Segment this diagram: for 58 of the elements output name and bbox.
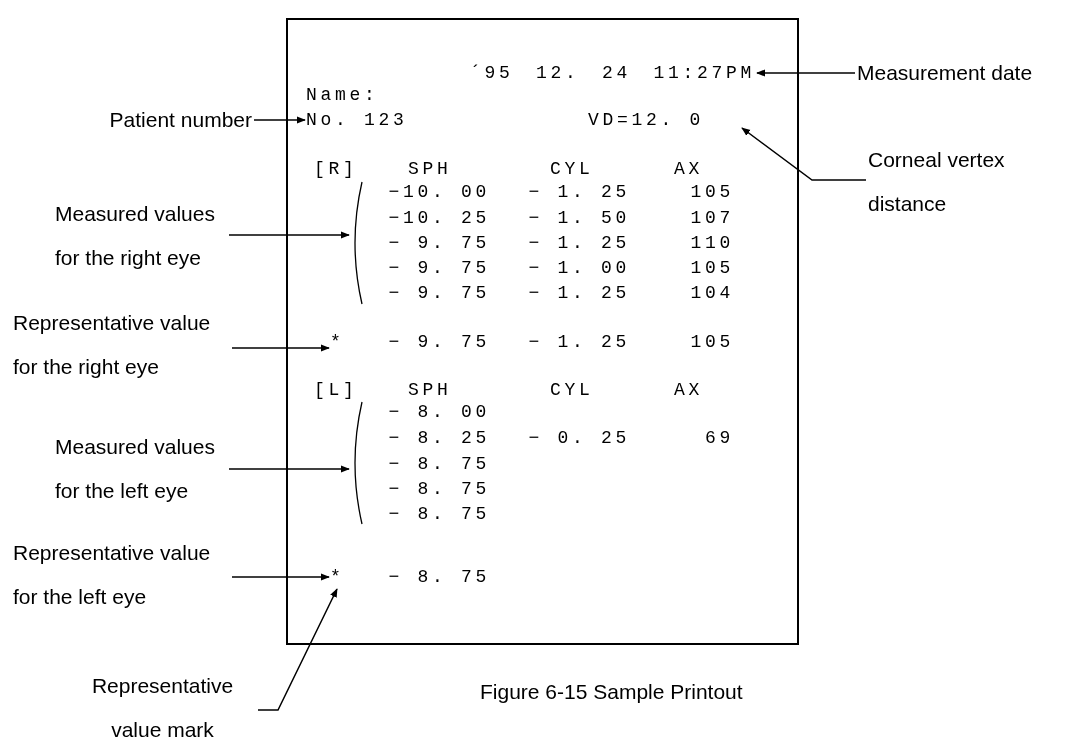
value-text: − 0. 25	[527, 427, 630, 449]
value-text: − 9. 75	[387, 331, 490, 353]
value-text: − 1. 25	[527, 232, 630, 254]
value-text: 110	[689, 232, 734, 254]
column-header: AX	[674, 158, 703, 180]
value-text: 105	[689, 181, 734, 203]
printout-text: ´95 12. 24 11:27PM	[410, 62, 755, 84]
value-text: 105	[689, 331, 734, 353]
callout-label: Measured values for the right eye	[55, 192, 227, 280]
value-text: −10. 00	[387, 181, 490, 203]
callout-label: Representative value for the right eye	[13, 301, 230, 389]
callout-label: Patient number	[60, 98, 252, 142]
value-text: − 8. 75	[387, 453, 490, 475]
value-text: − 9. 75	[387, 282, 490, 304]
figure-caption: Figure 6-15 Sample Printout	[480, 680, 743, 704]
printout-text: No. 123	[306, 109, 430, 131]
callout-label: Measurement date	[857, 51, 1077, 95]
value-text: − 9. 75	[387, 232, 490, 254]
value-text: − 8. 25	[387, 427, 490, 449]
column-header: CYL	[550, 158, 594, 180]
column-header: [R]	[314, 158, 358, 180]
field-label: Name:	[306, 84, 379, 106]
value-text: 69	[704, 427, 734, 449]
leader-arrow	[228, 231, 350, 239]
value-text: − 8. 75	[387, 566, 490, 588]
value-text: − 1. 25	[527, 181, 630, 203]
value-text: 107	[689, 207, 734, 229]
callout-label: Representative value for the left eye	[13, 531, 230, 619]
printout-text: VD=12. 0	[588, 109, 740, 131]
value-text: − 8. 75	[387, 478, 490, 500]
callout-label: Corneal vertex distance	[868, 138, 1058, 226]
representative-mark: *	[330, 331, 346, 353]
leader-arrow	[231, 573, 330, 581]
value-text: − 8. 00	[387, 401, 490, 423]
leader-arrow	[741, 127, 867, 181]
value-text: − 8. 75	[387, 503, 490, 525]
value-text: − 1. 50	[527, 207, 630, 229]
column-header: CYL	[550, 379, 594, 401]
representative-mark: *	[330, 566, 346, 588]
value-text: 104	[689, 282, 734, 304]
value-text: − 1. 00	[527, 257, 630, 279]
value-text: − 1. 25	[527, 331, 630, 353]
leader-arrow	[253, 116, 306, 124]
value-text: − 9. 75	[387, 257, 490, 279]
column-header: [L]	[314, 379, 358, 401]
leader-arrow	[756, 69, 856, 77]
column-header: SPH	[408, 158, 452, 180]
printout-frame	[286, 18, 799, 645]
value-text: −10. 25	[387, 207, 490, 229]
value-text: − 1. 25	[527, 282, 630, 304]
column-header: AX	[674, 379, 703, 401]
callout-label: Measured values for the left eye	[55, 425, 227, 513]
leader-arrow	[257, 588, 338, 711]
value-text: 105	[689, 257, 734, 279]
leader-arrow	[231, 344, 330, 352]
column-header: SPH	[408, 379, 452, 401]
callout-label: Representative value mark	[65, 664, 260, 740]
leader-arrow	[228, 465, 350, 473]
